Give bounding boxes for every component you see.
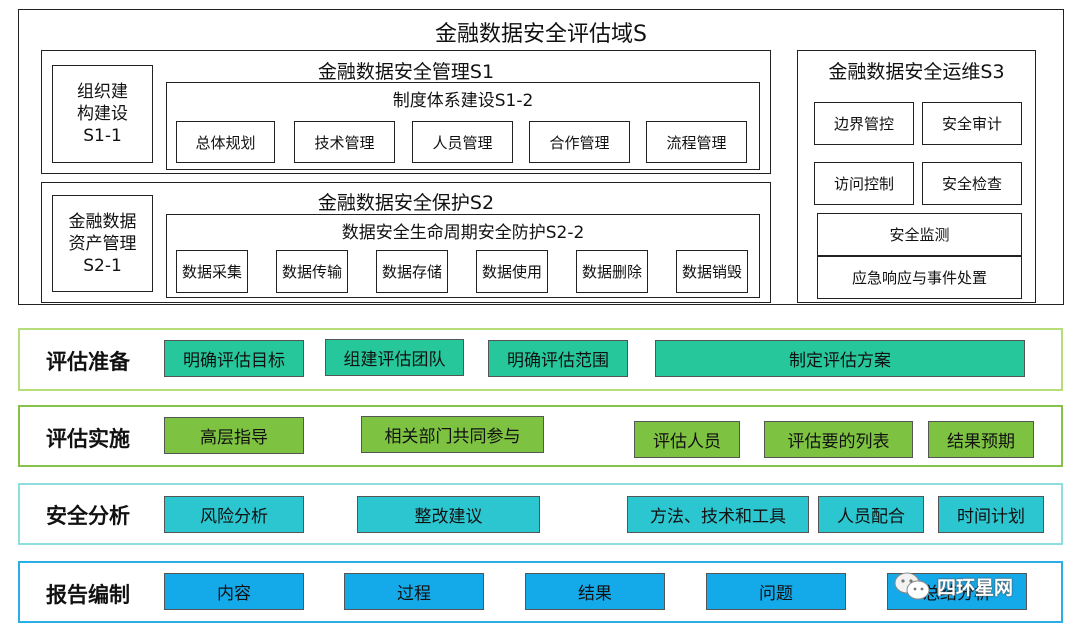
asset-management-box: 金融数据 资产管理 S2-1 — [52, 195, 153, 292]
item-security-audit: 安全审计 — [922, 102, 1022, 145]
system-construction-box: 制度体系建设S1-2 总体规划 技术管理 人员管理 合作管理 流程管理 — [166, 82, 760, 170]
prep-item-make-plan: 制定评估方案 — [655, 340, 1025, 377]
item-data-deletion: 数据删除 — [576, 250, 648, 293]
analysis-item-schedule: 时间计划 — [938, 496, 1044, 533]
analysis-item-risk: 风险分析 — [164, 496, 304, 533]
item-data-collection: 数据采集 — [176, 250, 248, 293]
org-line-2: 构建设 — [77, 104, 128, 124]
org-construction-box: 组织建 构建设 S1-1 — [52, 65, 153, 163]
asset-line-1: 金融数据 — [68, 211, 137, 232]
item-tech-management: 技术管理 — [294, 121, 395, 163]
phase-label-implementation: 评估实施 — [46, 427, 130, 451]
item-security-inspection: 安全检查 — [922, 162, 1022, 205]
protection-section: 金融数据安全保护S2 金融数据 资产管理 S2-1 数据安全生命周期安全防护S2… — [41, 182, 771, 303]
item-boundary-control: 边界管控 — [814, 102, 914, 145]
impl-item-list: 评估要的列表 — [764, 421, 913, 458]
prep-item-define-scope: 明确评估范围 — [488, 340, 628, 377]
item-security-monitoring: 安全监测 — [817, 213, 1022, 256]
item-data-storage: 数据存储 — [376, 250, 448, 293]
report-item-content: 内容 — [164, 573, 304, 610]
prep-item-define-goals: 明确评估目标 — [164, 340, 304, 377]
item-access-control: 访问控制 — [814, 162, 914, 205]
wechat-icon — [894, 572, 930, 600]
report-item-process: 过程 — [344, 573, 484, 610]
item-process-management: 流程管理 — [646, 121, 747, 163]
lifecycle-protection-box: 数据安全生命周期安全防护S2-2 数据采集 数据传输 数据存储 数据使用 数据删… — [166, 214, 760, 298]
phase-label-preparation: 评估准备 — [46, 350, 130, 374]
watermark: 四环星网 — [893, 568, 1053, 604]
item-emergency-response: 应急响应与事件处置 — [817, 256, 1022, 299]
impl-item-departments: 相关部门共同参与 — [361, 416, 544, 453]
impl-item-assessors: 评估人员 — [634, 421, 740, 458]
security-assessment-domain: 金融数据安全评估域S 金融数据安全管理S1 组织建 构建设 S1-1 制度体系建… — [18, 9, 1064, 305]
watermark-text: 四环星网 — [937, 576, 1014, 599]
item-data-destruction: 数据销毁 — [676, 250, 748, 293]
phase-label-report: 报告编制 — [46, 583, 130, 607]
analysis-item-cooperation: 人员配合 — [818, 496, 924, 533]
item-data-usage: 数据使用 — [476, 250, 548, 293]
system-construction-title: 制度体系建设S1-2 — [392, 91, 534, 111]
lifecycle-title: 数据安全生命周期安全防护S2-2 — [341, 223, 585, 243]
impl-item-expected-results: 结果预期 — [928, 421, 1034, 458]
protection-title: 金融数据安全保护S2 — [317, 192, 495, 214]
analysis-item-methods: 方法、技术和工具 — [627, 496, 809, 533]
asset-line-3: S2-1 — [83, 255, 122, 276]
item-overall-planning: 总体规划 — [176, 121, 275, 163]
prep-item-build-team: 组建评估团队 — [325, 339, 464, 376]
management-title: 金融数据安全管理S1 — [317, 61, 495, 83]
operations-title: 金融数据安全运维S3 — [828, 61, 1005, 83]
management-section: 金融数据安全管理S1 组织建 构建设 S1-1 制度体系建设S1-2 总体规划 … — [41, 50, 771, 174]
domain-title: 金融数据安全评估域S — [435, 22, 647, 47]
org-line-3: S1-1 — [83, 126, 122, 146]
operations-section: 金融数据安全运维S3 边界管控 安全审计 访问控制 安全检查 安全监测 应急响应… — [797, 50, 1036, 303]
item-cooperation-management: 合作管理 — [529, 121, 630, 163]
phase-label-analysis: 安全分析 — [46, 504, 130, 528]
report-item-result: 结果 — [525, 573, 665, 610]
report-item-problems: 问题 — [706, 573, 846, 610]
impl-item-leadership: 高层指导 — [164, 417, 304, 454]
asset-line-2: 资产管理 — [68, 233, 137, 254]
item-data-transmission: 数据传输 — [276, 250, 348, 293]
analysis-item-rectification: 整改建议 — [357, 496, 540, 533]
item-personnel-management: 人员管理 — [412, 121, 513, 163]
org-line-1: 组织建 — [77, 82, 128, 102]
